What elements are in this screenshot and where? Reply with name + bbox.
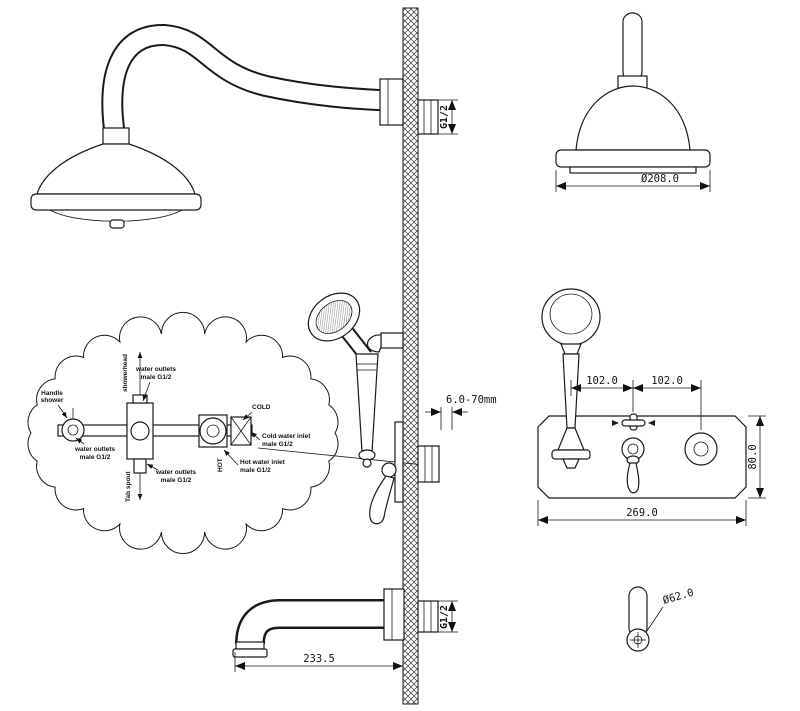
label-bottom-outlet-line2: male G1/2 [161,477,192,484]
spout-wall-flange [383,588,405,641]
wall-hook-bracket [380,332,404,349]
bottom-thread-dimension: G1/2 [438,600,458,633]
trim-plate-edge [394,421,404,503]
shower-arm-side-view [101,23,404,144]
label-showerhead: showerhead [122,354,129,392]
label-left-outlet-line1: water outlets [74,446,115,453]
valve-side-view [369,421,440,525]
depth-dimension: 6.0-70mm [425,394,497,430]
head-rim [30,193,202,211]
label-cold-inlet-line1: Cold water inlet [262,433,311,440]
valve-body-through-wall [417,445,440,483]
hook [367,334,382,353]
handshower-handle [355,353,379,453]
plate-width-label: 269.0 [626,507,658,519]
lever-joint [381,462,397,478]
front-handshower-head [541,288,601,346]
spout-length-label: 233.5 [303,653,335,665]
cold-indicator [648,420,655,426]
spout-tip-ring [235,641,265,650]
trim-plate-front-view [537,288,747,499]
wall-section [402,7,419,705]
front-head-dome [575,85,691,151]
head-bell [36,143,196,195]
label-handle-shower-line1: Handle [41,390,63,397]
callout-pointer-arrow [257,447,435,469]
label-bottom-outlet-line1: water outlets [155,469,196,476]
head-diameter-dimension: Ø208.0 [555,170,711,192]
plate-dimensions: 102.0 102.0 80.0 269.0 [537,375,766,526]
label-hot-inlet-line2: male G1/2 [240,467,271,474]
label-hot-inlet-line1: Hot water inlet [240,459,286,466]
label-top-outlet-line1: water outlets [135,366,176,373]
head-connector [102,127,130,145]
arm-wall-flange [379,78,404,126]
label-tab-spout: Tab spout [125,471,132,502]
temperature-knob-front-view [684,432,718,466]
top-thread-dimension: G1/2 [438,99,458,135]
handle-diameter-leader [646,606,664,632]
shower-head-front-view [555,12,711,174]
lever-handle-front [626,462,640,494]
front-head-rim [555,149,711,168]
span-right-label: 102.0 [651,375,683,387]
plate-height-label: 80.0 [747,444,759,469]
spout-length-dimension: 233.5 [234,644,404,672]
bottom-thread-fitting [417,600,439,633]
callout-labels: water outlets male G1/2 showerhead Handl… [41,354,312,502]
front-arm-pipe [622,12,643,82]
detail-callout-cloud: water outlets male G1/2 showerhead Handl… [27,311,339,555]
handshower-side-view [307,292,404,468]
valve-schematic [57,352,253,500]
handle-top-view: Ø62.0 [626,586,696,652]
handle-diameter-label: Ø62.0 [662,587,696,607]
label-handle-shower-line2: shower [41,397,64,404]
handshower-outlet-port [61,418,85,442]
label-left-outlet-line2: male G1/2 [80,454,111,461]
label-cold: COLD [252,404,271,411]
wall-hatch-strip [402,7,419,705]
diverter-front-view [612,413,655,494]
label-cold-inlet-line2: male G1/2 [262,441,293,448]
temperature-knob [684,432,718,466]
depth-range-label: 6.0-70mm [446,394,497,406]
spray-face [315,300,353,334]
spout-outlet [232,648,268,658]
shower-head-side-view [30,127,202,229]
lever-handle-side [369,475,395,525]
tub-spout-side-view [232,588,405,658]
top-thread-label: G1/2 [439,105,450,129]
front-head-face [569,166,697,174]
handshower-head [307,292,361,342]
valve-crossbar [57,424,253,437]
cross-knob [621,419,646,427]
span-left-label: 102.0 [586,375,618,387]
label-top-outlet-line2: male G1/2 [141,374,172,381]
head-diameter-label: Ø208.0 [641,173,679,185]
hot-indicator [612,420,619,426]
label-hot: HOT [217,458,224,472]
top-thread-fitting [417,99,439,135]
bottom-thread-label: G1/2 [439,605,450,629]
head-nub [109,219,125,229]
handshower-front-view [541,288,601,469]
